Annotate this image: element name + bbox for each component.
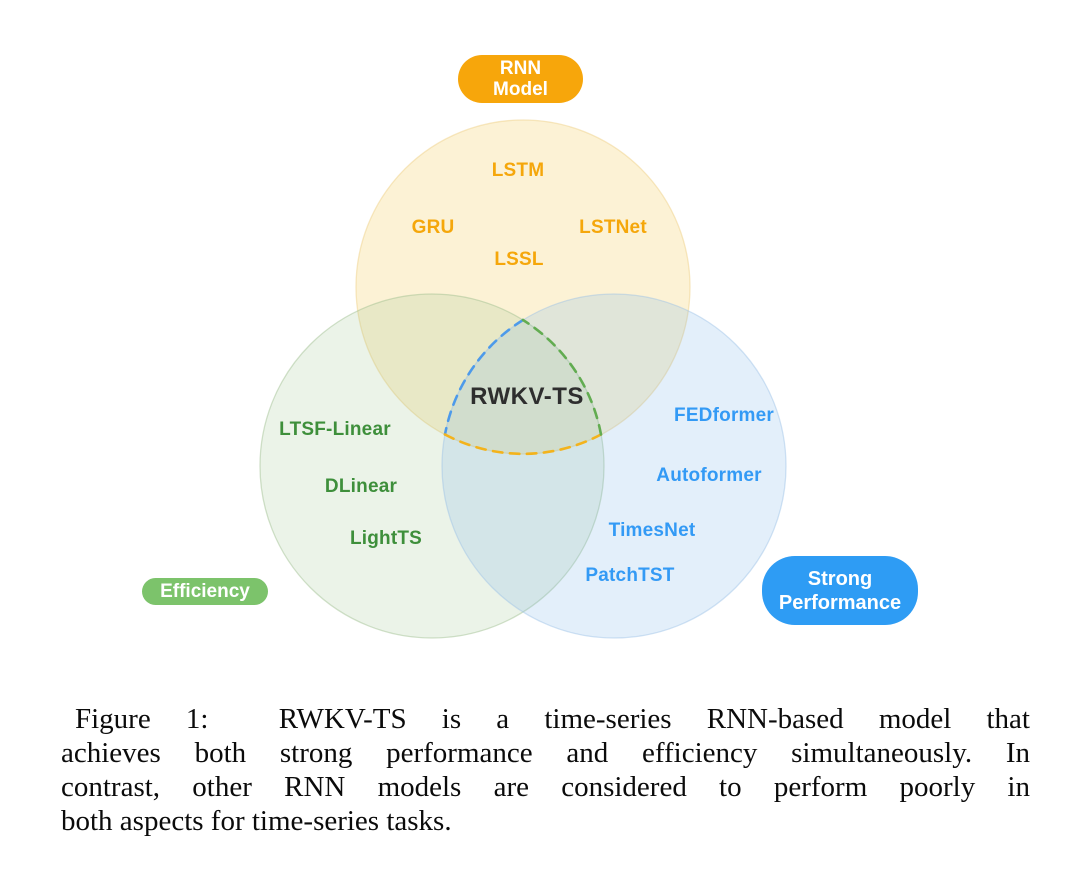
model-label-lstnet: LSTNet [579,217,647,238]
model-label-lightts: LightTS [349,528,423,549]
efficiency-badge: Efficiency [142,578,268,605]
performance-badge-line1: Strong [807,567,873,590]
model-label-lstm: LSTM [491,160,545,181]
caption-line: both aspects for time-series tasks. [61,805,452,837]
model-label-ltsf-linear: LTSF-Linear [279,419,391,440]
center-dash-orange [443,433,603,456]
center-dash-green [521,318,603,436]
performance-badge-line2: Performance [778,591,902,614]
caption-line: Figure 1: RWKV-TS is a time-series RNN-b… [75,703,1030,735]
model-label-dlinear: DLinear [324,476,398,497]
model-label-autoformer: Autoformer [656,465,762,486]
rnn-model-badge: RNN Model [458,55,583,103]
performance-circle [441,293,787,639]
model-label-timesnet: TimesNet [608,520,696,541]
rnn-circle [355,119,691,455]
model-label-lssl: LSSL [494,249,544,270]
model-label-gru: GRU [411,217,455,238]
figure-caption: Figure 1: RWKV-TS is a time-series RNN-b… [61,702,1030,838]
caption-line: contrast, other RNN models are considere… [61,771,1030,803]
strong-performance-badge: Strong Performance [762,556,918,625]
center-label-rwkv-ts: RWKV-TS [470,383,584,410]
rnn-badge-line2: Model [493,79,548,100]
venn-figure: LSTM GRU LSTNet LSSL LTSF-Linear DLinear… [142,55,918,639]
model-label-fedformer: FEDformer [674,405,774,426]
efficiency-circle [259,293,605,639]
model-label-patchtst: PatchTST [585,565,675,586]
caption-line: achieves both strong performance and eff… [61,737,1030,769]
center-dash-blue [443,318,525,436]
rnn-badge-line1: RNN [499,58,542,79]
venn-circles [259,119,787,639]
